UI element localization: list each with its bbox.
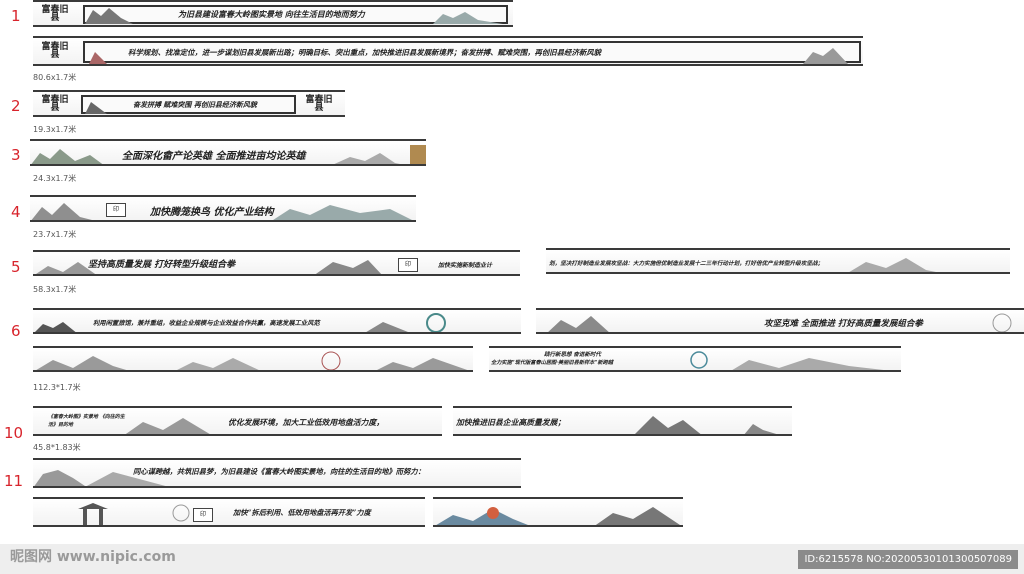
section-number-5: 5 xyxy=(11,258,21,276)
section-number-1: 1 xyxy=(11,7,21,25)
banner-4: 印 加快腾笼换鸟 优化产业结构 xyxy=(30,195,416,222)
landscape-illustration xyxy=(89,48,848,64)
section-number-4: 4 xyxy=(11,203,21,221)
banner-6b: 攻坚克难 全面推进 打好高质量发展组合拳 xyxy=(536,308,1024,334)
landscape-illustration xyxy=(36,351,468,370)
banner-6d-text: 全力实施“现代版富春山居图·美丽旧县新样本”新跨越 xyxy=(491,360,613,366)
banner-10a-text: 《富春大岭图》实景地 《向往的生活》目的地 xyxy=(48,414,125,428)
banner-6c-text: 践行新思想 奋进新时代 xyxy=(544,352,601,358)
banner-11b: 印 加快“拆后利用、低效用地盘活再开发”力度 xyxy=(33,497,425,527)
banner-6c xyxy=(33,346,473,372)
logo-mark-right: 富春旧县 xyxy=(305,95,333,113)
banner-10b: 加快推进旧县企业高质量发展； xyxy=(453,406,792,436)
seal-stamp: 印 xyxy=(106,203,126,217)
banner-11a-text: 同心谋跨越，共筑旧县梦，为旧县建设《富春大岭图实景地，向往的生活目的地》而努力： xyxy=(133,467,425,476)
dimension-label-6: 112.3*1.7米 xyxy=(33,383,81,392)
banner-6a: 利用闲置旅馆，兼并重组，收益企业规模与企业效益合作共赢，高速发展工业风范 xyxy=(33,308,521,334)
landscape-illustration xyxy=(31,203,412,220)
banner-1a-text: 为旧县建设富春大岭图实景地 向往生活目的地而努力 xyxy=(178,9,365,19)
pavilion-illustration xyxy=(78,503,190,525)
banner-11a: 同心谋跨越，共筑旧县梦，为旧县建设《富春大岭图实景地，向往的生活目的地》而努力： xyxy=(33,458,521,488)
landscape-illustration xyxy=(85,8,503,24)
banner-6b-text: 攻坚克难 全面推进 打好高质量发展组合拳 xyxy=(764,319,923,329)
banner-3: 全面深化畲产论英雄 全面推进亩均论英雄 xyxy=(30,139,426,166)
banner-2-text: 奋发拼搏 赋难突围 再创旧县经济新风貌 xyxy=(133,100,257,109)
scroll-frame xyxy=(83,5,508,24)
landscape-illustration xyxy=(85,102,107,114)
watermark: 昵图网 www.nipic.com xyxy=(10,549,176,565)
banner-5b-text: 加快实施新制造业计 xyxy=(438,262,493,269)
landscape-illustration xyxy=(125,418,210,434)
dimension-label-2: 19.3x1.7米 xyxy=(33,125,77,134)
banner-5a: 坚持高质量发展 打好转型升级组合拳 印 加快实施新制造业计 xyxy=(33,250,520,276)
banner-2: 富春旧县 奋发拼搏 赋难突围 再创旧县经济新风貌 富春旧县 xyxy=(33,90,345,117)
dimension-label-1: 80.6x1.7米 xyxy=(33,73,77,82)
section-number-10: 10 xyxy=(4,424,24,442)
banner-1a: 富春旧县 为旧县建设富春大岭图实景地 向往生活目的地而努力 xyxy=(33,0,513,27)
banner-6a-text: 利用闲置旅馆，兼并重组，收益企业规模与企业效益合作共赢，高速发展工业风范 xyxy=(93,320,320,327)
banner-5b: 划，坚决打好制造业发展攻坚战：大力实施倍优制造业发展十二三年行动计划，打好倍优产… xyxy=(546,248,1010,274)
banner-1b-text: 科学规划、找准定位，进一步谋划旧县发展新出路；明确目标、突出重点，加快推进旧县发… xyxy=(128,48,602,57)
section-number-11: 11 xyxy=(4,472,24,490)
landscape-illustration xyxy=(548,313,1012,332)
banner-10c-text: 加快推进旧县企业高质量发展； xyxy=(456,418,566,427)
landscape-illustration xyxy=(35,313,446,332)
logo-mark: 富春旧县 xyxy=(41,5,69,23)
landscape-illustration xyxy=(635,416,777,434)
dimension-label-3: 24.3x1.7米 xyxy=(33,174,77,183)
banner-10a: 《富春大岭图》实景地 《向往的生活》目的地 优化发展环境，加大工业低效用地盘活力… xyxy=(33,406,442,436)
landscape-illustration xyxy=(849,258,936,272)
banner-11c xyxy=(433,497,683,527)
seal-stamp: 印 xyxy=(193,508,213,522)
logo-mark: 富春旧县 xyxy=(41,95,69,113)
seal-stamp: 印 xyxy=(398,258,418,272)
banner-5a-text: 坚持高质量发展 打好转型升级组合拳 xyxy=(88,260,236,270)
banner-4-text: 加快腾笼换鸟 优化产业结构 xyxy=(150,207,274,218)
footer-bar: 昵图网 www.nipic.com ID:6215578 NO:20200530… xyxy=(0,544,1024,574)
banner-6d: 践行新思想 奋进新时代 全力实施“现代版富春山居图·美丽旧县新样本”新跨越 xyxy=(489,346,901,372)
section-number-6: 6 xyxy=(11,322,21,340)
banner-11b-text: 加快“拆后利用、低效用地盘活再开发”力度 xyxy=(233,508,371,517)
landscape-illustration xyxy=(690,351,884,370)
dimension-label-5: 58.3x1.7米 xyxy=(33,285,77,294)
banner-5c-text: 划，坚决打好制造业发展攻坚战：大力实施倍优制造业发展十二三年行动计划，打好倍优产… xyxy=(549,261,824,267)
landscape-illustration xyxy=(34,470,166,486)
scroll-frame xyxy=(83,41,861,63)
dimension-label-10: 45.8*1.83米 xyxy=(33,443,81,452)
section-number-3: 3 xyxy=(11,146,21,164)
banner-10b-text: 优化发展环境，加大工业低效用地盘活力度， xyxy=(228,418,384,427)
logo-mark: 富春旧县 xyxy=(41,42,69,60)
landscape-illustration xyxy=(31,145,426,164)
scroll-frame xyxy=(81,95,296,114)
landscape-illustration xyxy=(436,507,680,525)
banner-1b: 富春旧县 科学规划、找准定位，进一步谋划旧县发展新出路；明确目标、突出重点，加快… xyxy=(33,36,863,66)
section-number-2: 2 xyxy=(11,97,21,115)
dimension-label-4: 23.7x1.7米 xyxy=(33,230,77,239)
image-id-box: ID:6215578 NO:20200530101300507089 xyxy=(798,550,1018,569)
banner-3-text: 全面深化畲产论英雄 全面推进亩均论英雄 xyxy=(122,151,306,162)
landscape-illustration xyxy=(36,260,382,274)
